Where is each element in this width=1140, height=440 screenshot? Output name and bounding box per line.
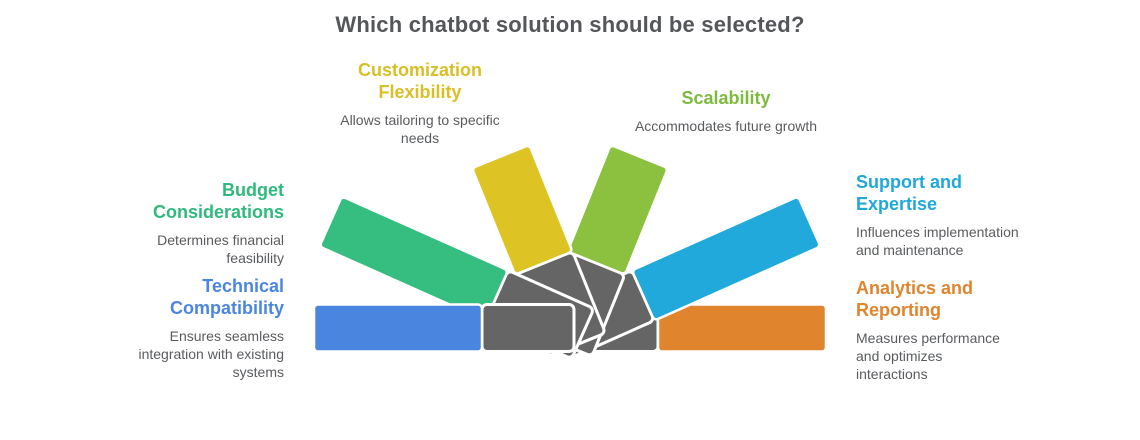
blade-color-segment [656,303,828,353]
blade-color-segment [567,144,669,275]
callout-scalability: Scalability Accommodates future growth [606,88,846,135]
fan-blades [312,144,828,359]
item-description: Influences implementation and maintenanc… [856,223,1019,259]
callout-budget-considerations: Budget Considerations Determines financi… [124,180,284,267]
blade-hub-segment [480,303,576,353]
blade-technical-compatibility [312,303,576,353]
callout-analytics-and-reporting: Analytics and Reporting Measures perform… [856,278,1011,383]
blade-color-segment [471,144,573,275]
blade-color-segment [319,196,509,321]
callout-customization-flexibility: Customization Flexibility Allows tailori… [320,60,520,147]
blade-color-segment [631,196,821,321]
item-label: Technical Compatibility [169,276,284,318]
item-label: Budget Considerations [152,180,284,222]
item-description: Measures performance and optimizes inter… [856,329,1000,383]
item-description: Accommodates future growth [634,117,818,134]
item-label: Customization Flexibility [358,60,482,102]
callout-technical-compatibility: Technical Compatibility Ensures seamless… [109,276,284,381]
blade-color-segment [312,303,484,353]
page-title: Which chatbot solution should be selecte… [335,12,805,37]
item-description: Allows tailoring to specific needs [340,111,500,147]
item-description: Determines financial feasibility [157,231,284,267]
item-label: Analytics and Reporting [856,278,974,320]
item-label: Scalability [681,88,771,108]
item-description: Ensures seamless integration with existi… [138,327,284,381]
item-label: Support and Expertise [856,172,962,214]
callout-support-and-expertise: Support and Expertise Influences impleme… [856,172,1021,259]
